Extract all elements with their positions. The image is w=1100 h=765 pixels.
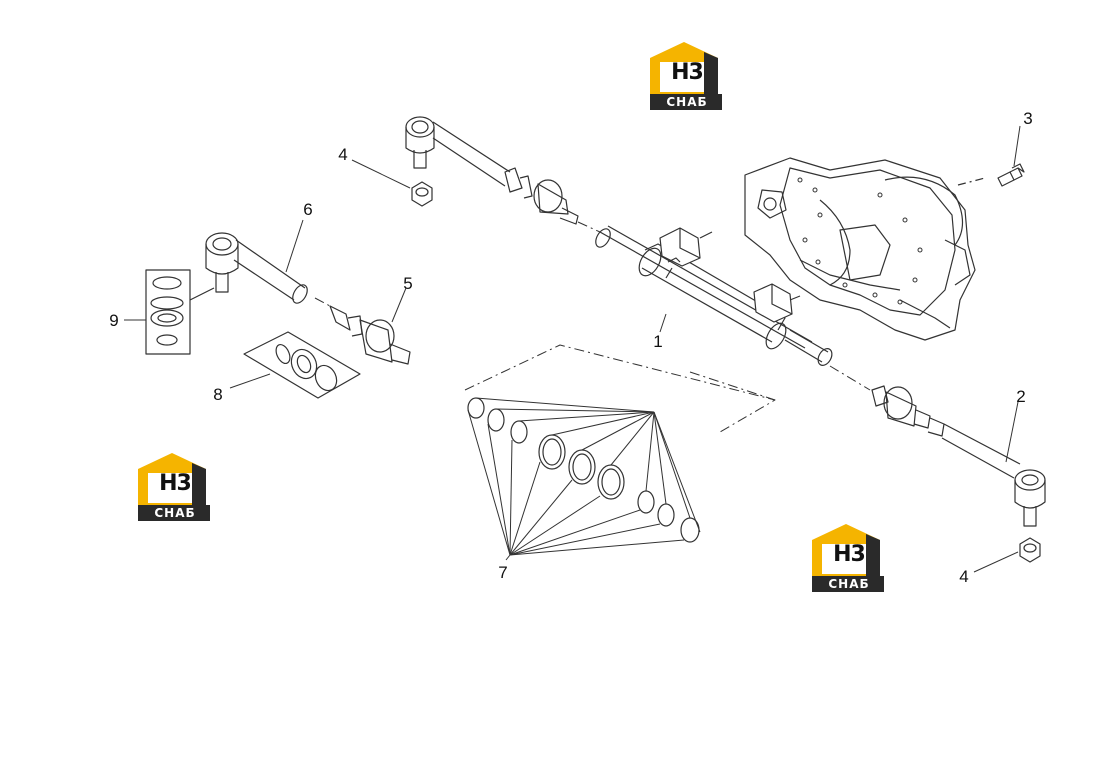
nut [411,181,433,207]
logo-mark: Н3 [159,471,192,496]
snap-ring-kit [145,269,215,355]
callout-8: 8 [213,385,222,404]
logo-mark: Н3 [833,542,866,567]
right-tie-rod [871,385,1046,563]
cylinder-seal-set [467,397,701,556]
logo-word: СНАБ [828,577,870,591]
guide-lines [314,221,871,433]
logo-mark: Н3 [671,60,704,85]
callout-5: 5 [403,274,412,293]
watermark-logo-right: Н3 СНАБ [810,522,888,594]
bolt [997,163,1025,187]
callout-1: 1 [653,332,662,351]
seal-kit [243,331,361,399]
left-tie-rod [205,232,411,365]
upper-tie-rod [405,116,579,225]
callout-6: 6 [303,200,312,219]
axle-housing [744,157,986,341]
callout-3: 3 [1023,109,1032,128]
callout-4-top: 4 [338,145,347,164]
logo-word: СНАБ [666,95,708,109]
watermark-logo-left: Н3 СНАБ [136,451,214,523]
watermark-logo-top: Н3 СНАБ [648,40,726,112]
callouts: 1 2 3 4 4 5 6 7 8 9 [109,109,1032,586]
callout-2: 2 [1016,387,1025,406]
logo-word: СНАБ [154,506,196,520]
callout-7: 7 [498,563,507,582]
leader-lines [124,125,1021,573]
nut [1019,537,1041,563]
callout-9: 9 [109,311,118,330]
callout-4-bottom: 4 [959,567,968,586]
steering-cylinder [595,225,833,366]
